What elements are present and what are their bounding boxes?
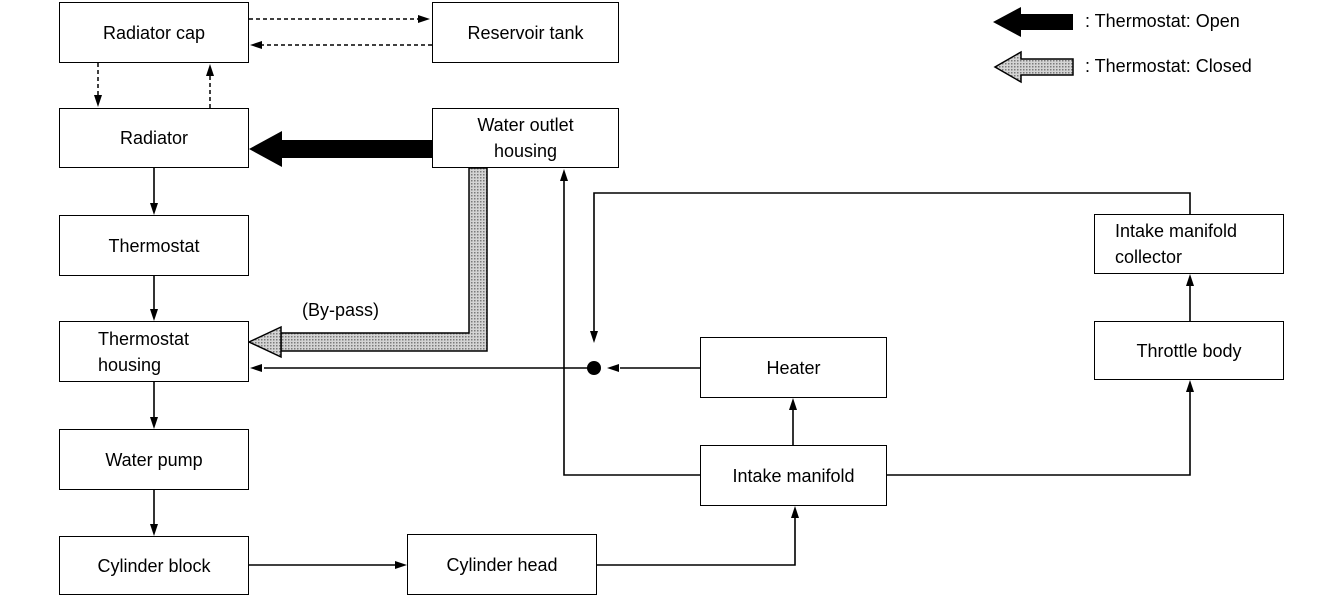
cylinder-block-box: Cylinder block xyxy=(59,536,249,595)
cylinder-head-label: Cylinder head xyxy=(446,554,558,575)
intake-manifold-box: Intake manifold xyxy=(700,445,887,506)
dashed-arrowheads xyxy=(94,15,430,107)
bypass-label: (By-pass) xyxy=(302,300,380,320)
thermostat-box: Thermostat xyxy=(59,215,249,276)
reservoir-tank-box: Reservoir tank xyxy=(432,2,619,63)
junction-dot xyxy=(587,361,601,375)
intake-manifold-label: Intake manifold xyxy=(732,465,855,486)
reservoir-tank-label: Reservoir tank xyxy=(467,22,584,43)
radiator-cap-label: Radiator cap xyxy=(102,22,206,43)
radiator-box: Radiator xyxy=(59,108,249,168)
water-outlet-housing-label: Water outlet housing xyxy=(477,115,574,161)
radiator-label: Radiator xyxy=(119,128,189,148)
legend-open-arrow xyxy=(993,7,1073,37)
dashed-connections xyxy=(97,18,432,108)
water-pump-label: Water pump xyxy=(105,449,203,470)
cylinder-head-box: Cylinder head xyxy=(407,534,597,595)
legend-closed-arrow xyxy=(993,50,1074,84)
radiator-cap-box: Radiator cap xyxy=(59,2,249,63)
thermostat-label: Thermostat xyxy=(108,235,200,256)
flow-lines xyxy=(153,168,1191,566)
heater-label: Heater xyxy=(766,357,821,378)
thermostat-housing-label: Thermostat housing xyxy=(98,328,190,375)
legend-closed-label: : Thermostat: Closed xyxy=(1085,56,1252,76)
water-pump-box: Water pump xyxy=(59,429,249,490)
legend-open-label: : Thermostat: Open xyxy=(1085,11,1240,31)
bypass-flow-arrow xyxy=(247,167,488,359)
open-flow-arrow xyxy=(249,131,433,167)
flow-arrowheads xyxy=(150,169,1194,569)
thermostat-housing-box: Thermostat housing xyxy=(59,321,249,382)
throttle-body-box: Throttle body xyxy=(1094,321,1284,380)
heater-box: Heater xyxy=(700,337,887,398)
intake-manifold-collector-box: Intake manifold collector xyxy=(1094,214,1284,274)
cylinder-block-label: Cylinder block xyxy=(97,555,211,576)
water-outlet-housing-box: Water outlet housing xyxy=(432,108,619,168)
throttle-body-label: Throttle body xyxy=(1136,340,1242,361)
intake-manifold-collector-label: Intake manifold collector xyxy=(1115,221,1238,267)
